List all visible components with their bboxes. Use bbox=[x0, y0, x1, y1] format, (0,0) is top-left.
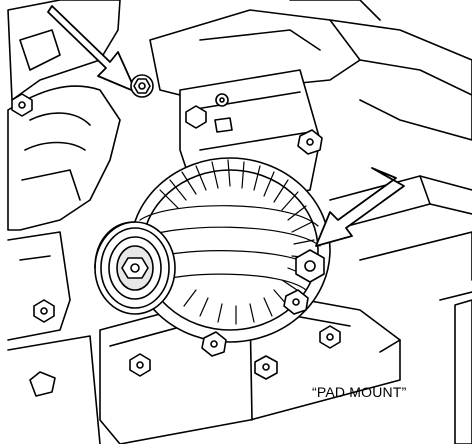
target-nut-upper bbox=[130, 74, 154, 98]
arrow-right bbox=[315, 167, 405, 247]
pulley bbox=[94, 221, 176, 315]
pad-mount-caption: “PAD MOUNT” bbox=[312, 384, 407, 400]
engine-block-background bbox=[7, 0, 472, 444]
alternator-body bbox=[129, 157, 331, 357]
arrow-upper-left bbox=[47, 5, 137, 93]
frame-nuts bbox=[11, 93, 55, 323]
